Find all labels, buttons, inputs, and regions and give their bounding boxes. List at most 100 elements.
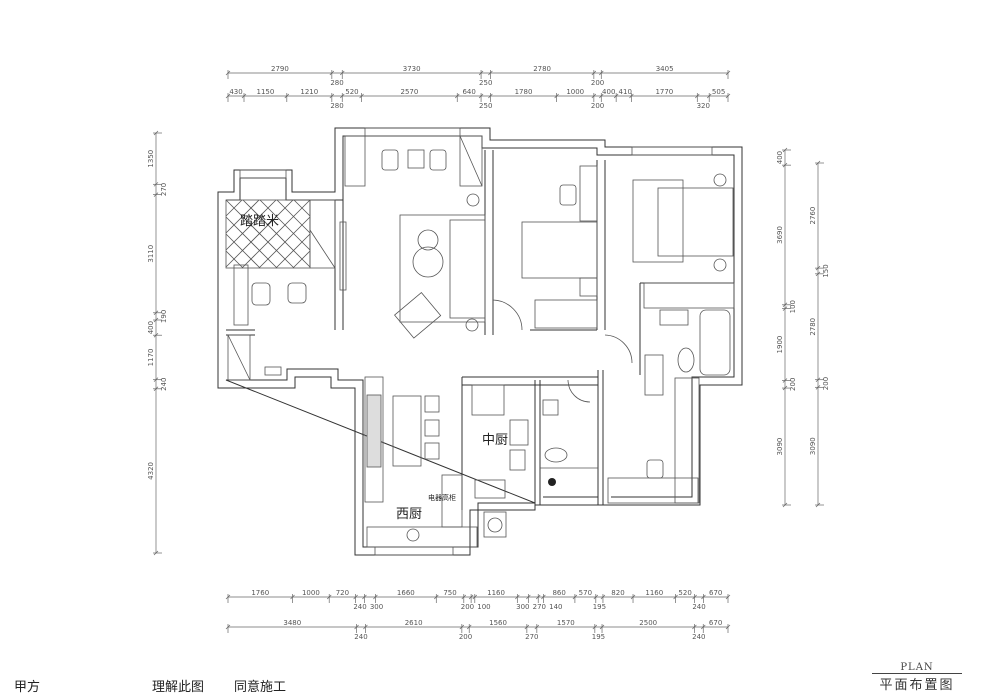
dim-label: 430 [229, 88, 242, 96]
coffee-table [412, 246, 444, 278]
label-west-kitchen: 西厨 [396, 507, 422, 522]
hatch-line [225, 233, 261, 269]
hatch-line [225, 216, 278, 269]
counter [366, 526, 478, 548]
room-labels: 踏踏米 中厨 西厨 电器高柜 [240, 214, 508, 522]
stool [424, 395, 440, 413]
dim-label: 1170 [147, 349, 155, 367]
lamp [465, 318, 479, 332]
dim-label: 240 [354, 633, 367, 641]
side-table [407, 149, 425, 169]
toilet [544, 447, 568, 463]
dim-label: 1000 [302, 589, 320, 597]
dim-label: 250 [479, 79, 492, 87]
dim-label: 150 [822, 264, 830, 277]
dim-label: 520 [678, 589, 691, 597]
hatch-line [276, 199, 311, 234]
armchair [429, 149, 447, 171]
tatami-hatch [225, 199, 311, 269]
dining-island [392, 395, 422, 467]
dim-label: 670 [709, 589, 722, 597]
wall-study [217, 127, 743, 556]
dim-label: 520 [345, 88, 358, 96]
dim-label: 240 [353, 603, 366, 611]
bed [521, 221, 598, 279]
stone-counter [366, 394, 382, 468]
desk [251, 282, 271, 306]
stool [424, 442, 440, 460]
label-tatami: 踏踏米 [240, 214, 279, 229]
dim-label: 100 [477, 603, 490, 611]
dim-label: 3090 [809, 437, 817, 455]
dim-label: 140 [549, 603, 562, 611]
dim-label: 2570 [401, 88, 419, 96]
dim-label: 240 [692, 603, 705, 611]
dim-label: 2790 [271, 65, 289, 73]
dim-label: 505 [712, 88, 725, 96]
dim-label: 3480 [283, 619, 301, 627]
dim-label: 3090 [776, 438, 784, 456]
oven [509, 449, 526, 471]
dim-label: 100 [789, 300, 797, 313]
label-middle-kitchen: 中厨 [482, 433, 508, 448]
dim-label: 640 [462, 88, 475, 96]
dim-label: 270 [533, 603, 546, 611]
dim-label: 1160 [487, 589, 505, 597]
hatch-line [259, 199, 311, 251]
dim-label: 280 [330, 79, 343, 87]
label-appliance-cabinet: 电器高柜 [428, 493, 456, 502]
dim-label: 300 [516, 603, 529, 611]
cabinet [344, 135, 366, 187]
dim-label: 250 [479, 102, 492, 110]
hatch-line [225, 250, 244, 269]
dim-label: 270 [160, 183, 168, 196]
stool [424, 419, 440, 437]
sofa-area [399, 214, 486, 323]
dim-label: 1770 [655, 88, 673, 96]
hatch-line [225, 199, 243, 217]
dim-label: 2780 [809, 318, 817, 336]
dim-label: 1350 [147, 150, 155, 168]
toilet [677, 347, 695, 373]
chair [559, 184, 577, 206]
dim-label: 240 [160, 378, 168, 391]
dim-label: 3730 [403, 65, 421, 73]
dim-label: 1780 [515, 88, 533, 96]
dim-label: 820 [611, 589, 624, 597]
cabinet-column [364, 376, 384, 503]
walls [217, 127, 743, 556]
dim-label: 2760 [809, 207, 817, 225]
lamp [466, 193, 480, 207]
dim-label: 1760 [251, 589, 269, 597]
hatch-line [258, 216, 311, 269]
dim-label: 400 [602, 88, 615, 96]
dim-label: 200 [461, 603, 474, 611]
sink [659, 309, 689, 326]
dim-label: 1900 [776, 336, 784, 354]
sink-kitchen [474, 479, 506, 499]
hatch-line [292, 250, 311, 269]
hatch-line [293, 199, 311, 217]
chair [287, 282, 307, 304]
tv-unit [339, 221, 347, 291]
bathtub [699, 309, 731, 376]
bookshelf [233, 264, 249, 326]
dim-label: 4320 [147, 462, 155, 480]
plan-title-cn: 平面布置图 [872, 673, 962, 693]
hatch-line [225, 199, 295, 269]
armchair [381, 149, 399, 171]
bench [632, 179, 684, 263]
dim-label: 3110 [147, 245, 155, 263]
hatch-line [225, 199, 260, 234]
dim-label: 190 [160, 310, 168, 323]
hatch-line [242, 199, 311, 268]
hatch-line [275, 233, 311, 269]
plan-title-en: PLAN [900, 662, 934, 673]
window-study [239, 169, 287, 179]
dim-label: 2780 [533, 65, 551, 73]
dim-label: 860 [552, 589, 565, 597]
dim-label: 570 [579, 589, 592, 597]
sofa [449, 219, 486, 319]
